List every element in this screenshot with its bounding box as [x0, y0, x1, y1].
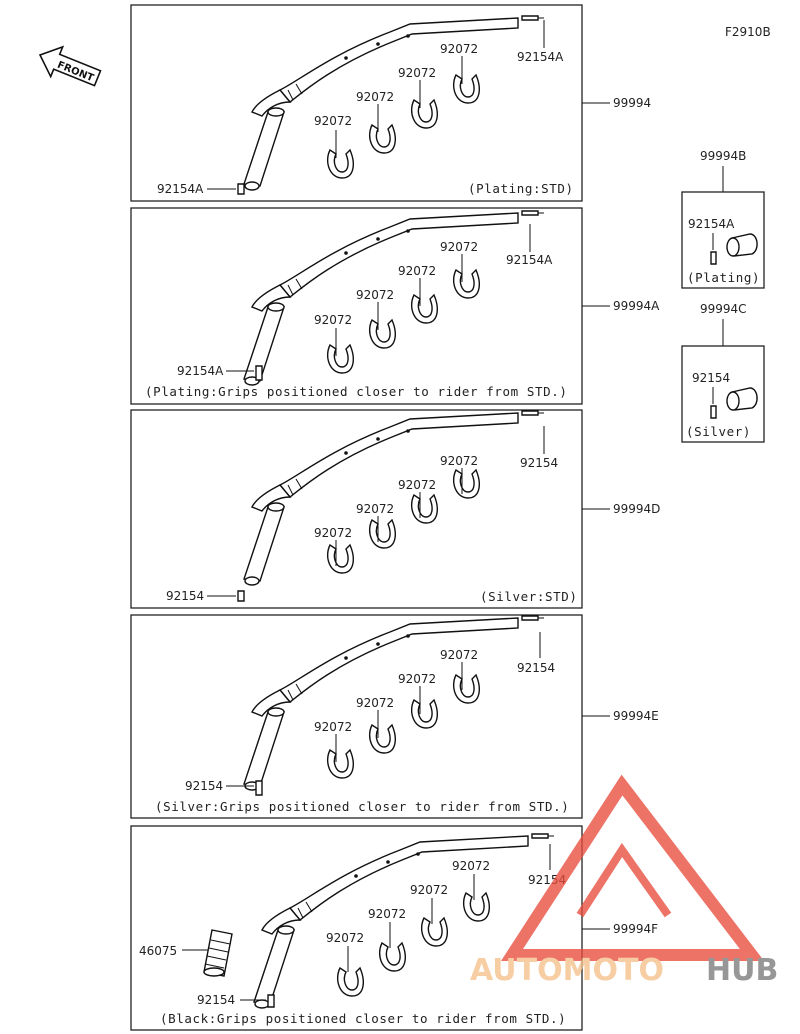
clamp-label: 92072 — [410, 883, 448, 897]
clamp-label: 92072 — [440, 454, 478, 468]
panel-99994A: 99994A 92154A 92154A 92072 92072 92072 9… — [130, 207, 660, 405]
panel-caption: (Black:Grips positioned closer to rider … — [160, 1011, 566, 1026]
clamp-label: 92072 — [368, 907, 406, 921]
grip-label: 46075 — [139, 944, 177, 958]
side-kit-99994C: 99994C 92154 (Silver) — [681, 302, 765, 443]
clamp-label: 92072 — [314, 720, 352, 734]
side-kit-99994B: 99994B 92154A (Plating) — [681, 149, 765, 289]
panel-99994E: 99994E 92154 92154 92072 92072 92072 920… — [130, 614, 659, 819]
watermark-text-a: AUTOMOTO — [470, 953, 664, 988]
front-arrow-icon: FRONT — [38, 45, 102, 87]
panel-caption: (Silver:Grips positioned closer to rider… — [155, 799, 569, 814]
end-bolt-label: 92154 — [517, 661, 555, 675]
clamp-label: 92072 — [398, 478, 436, 492]
panel-id: 99994E — [613, 709, 659, 723]
clamp-label: 92072 — [440, 42, 478, 56]
clamp-label: 92072 — [314, 526, 352, 540]
panel-99994F: 99994F 92154 92154 46075 92072 92072 920… — [130, 825, 658, 1031]
clamp-label: 92072 — [398, 66, 436, 80]
panel-caption: (Plating:Grips positioned closer to ride… — [145, 384, 568, 399]
kit-bolt-label: 92154 — [692, 371, 730, 385]
clamp-label: 92072 — [440, 240, 478, 254]
panel-caption: (Silver:STD) — [480, 589, 578, 604]
clamp-label: 92072 — [314, 313, 352, 327]
panel-id: 99994F — [613, 922, 658, 936]
kit-id: 99994C — [700, 302, 747, 316]
panel-id: 99994D — [613, 502, 660, 516]
grip-bolt-label: 92154 — [166, 589, 204, 603]
clamp-label: 92072 — [314, 114, 352, 128]
clamp-label: 92072 — [356, 502, 394, 516]
panel-99994: 99994 92154A 92154A 92072 92072 92072 92… — [130, 4, 651, 202]
kit-bolt-label: 92154A — [688, 217, 735, 231]
panel-id: 99994A — [613, 299, 660, 313]
panel-id: 99994 — [613, 96, 651, 110]
clamp-label: 92072 — [440, 648, 478, 662]
clamp-label: 92072 — [356, 288, 394, 302]
grip-bolt-label: 92154A — [177, 364, 224, 378]
panel-caption: (Plating:STD) — [468, 181, 574, 196]
watermark-logo: AUTOMOTO HUB — [470, 774, 778, 988]
kit-caption: (Silver) — [686, 424, 751, 439]
grip-bolt-label: 92154 — [197, 993, 235, 1007]
end-bolt-label: 92154A — [506, 253, 553, 267]
end-bolt-label: 92154A — [517, 50, 564, 64]
watermark-text-b: HUB — [706, 953, 778, 988]
clamp-label: 92072 — [452, 859, 490, 873]
clamp-label: 92072 — [326, 931, 364, 945]
panel-99994D: 99994D 92154 92154 92072 92072 92072 920… — [130, 409, 660, 609]
clamp-label: 92072 — [398, 672, 436, 686]
clamp-label: 92072 — [356, 696, 394, 710]
figure-code: F2910B — [725, 25, 771, 39]
end-bolt-label: 92154 — [520, 456, 558, 470]
grip-part — [203, 929, 233, 977]
kit-caption: (Plating) — [687, 270, 760, 285]
kit-id: 99994B — [700, 149, 746, 163]
clamp-label: 92072 — [398, 264, 436, 278]
grip-bolt-label: 92154 — [185, 779, 223, 793]
grip-bolt-label: 92154A — [157, 182, 204, 196]
clamp-label: 92072 — [356, 90, 394, 104]
